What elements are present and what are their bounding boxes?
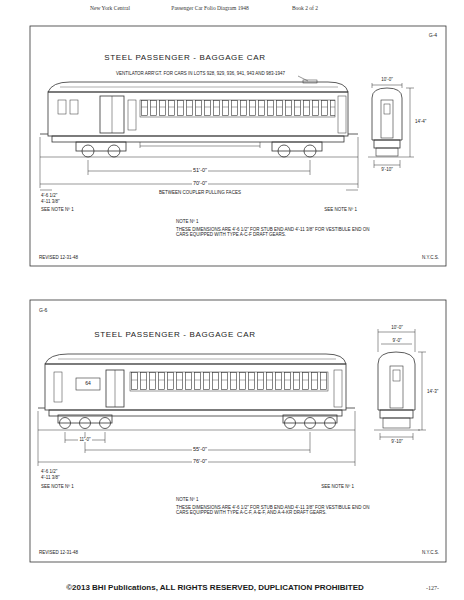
- door-marking: 64: [84, 381, 92, 386]
- note-text: THESE DIMENSIONS ARE 4'-6 1/2" FOR STUB …: [175, 228, 377, 237]
- sheet-frame: [30, 26, 446, 266]
- dimension: 4'-6 1/2": [40, 194, 58, 199]
- dimension: 70'-0": [192, 181, 208, 187]
- dimension: 76'-0": [192, 459, 208, 465]
- railroad-mark: N.Y.C.S.: [421, 551, 440, 556]
- dimension: 10'-0": [390, 326, 403, 331]
- car-side-view: [40, 80, 358, 157]
- dimension: 9'-0": [392, 339, 403, 344]
- note-heading: NOTE Nº 1: [175, 220, 199, 225]
- leader-line: [298, 76, 308, 81]
- revision-date: REVISED 12-31-48: [38, 551, 79, 556]
- drawing-title: STEEL PASSENGER - BAGGAGE CAR: [93, 331, 256, 339]
- dimension: 11'-0": [78, 438, 91, 443]
- revision-date: REVISED 12-31-48: [38, 256, 79, 261]
- header-text: Passenger Car Folio Diagram 1948: [170, 6, 249, 12]
- car-side-view: [38, 354, 355, 430]
- railroad-mark: N.Y.C.S.: [421, 256, 440, 261]
- dimension: 4'-6 1/2": [40, 470, 58, 475]
- dimension-note: BETWEEN COUPLER PULLING FACES: [158, 191, 242, 196]
- sheet-code: G-6: [38, 308, 48, 313]
- dimension: 10'-0": [380, 78, 393, 83]
- note-reference: SEE NOTE Nº 1: [320, 485, 355, 490]
- dimension: 4'-11 3/8": [40, 476, 61, 481]
- page-number: -127-: [425, 585, 440, 591]
- note-heading: NOTE Nº 1: [175, 498, 199, 503]
- ventilator-note: VENTILATOR ARR'GT. FOR CARS IN LOTS 928,…: [115, 72, 286, 77]
- note-text: THESE DIMENSIONS ARE 4'-6 1/2" FOR STUB …: [175, 506, 377, 515]
- dimension: 55'-0": [192, 447, 208, 453]
- note-reference: SEE NOTE Nº 1: [323, 208, 358, 213]
- note-reference: SEE NOTE Nº 1: [40, 485, 75, 490]
- header-text: Book 2 of 2: [291, 6, 319, 12]
- header-text: New York Central: [89, 6, 131, 12]
- dimension: 9'-10": [380, 168, 393, 173]
- note-reference: SEE NOTE Nº 1: [40, 208, 75, 213]
- dimension: 14'-4": [414, 120, 427, 125]
- copyright-notice: ©2013 BHI Publications, ALL RIGHTS RESER…: [65, 584, 365, 592]
- car-end-view: [374, 352, 420, 430]
- car-end-view: [368, 88, 406, 157]
- sheet-code: G-4: [428, 33, 438, 38]
- dimension-lines: [38, 329, 426, 466]
- dimension-lines: [40, 83, 414, 190]
- dimension: 14'-3": [426, 390, 439, 395]
- sheet-frame: [30, 300, 446, 562]
- dimension: 4'-11 3/8": [40, 200, 61, 205]
- drawing-title: STEEL PASSENGER - BAGGAGE CAR: [103, 54, 266, 62]
- dimension: 9'-10": [390, 440, 403, 445]
- dimension: 51'-0": [192, 168, 208, 174]
